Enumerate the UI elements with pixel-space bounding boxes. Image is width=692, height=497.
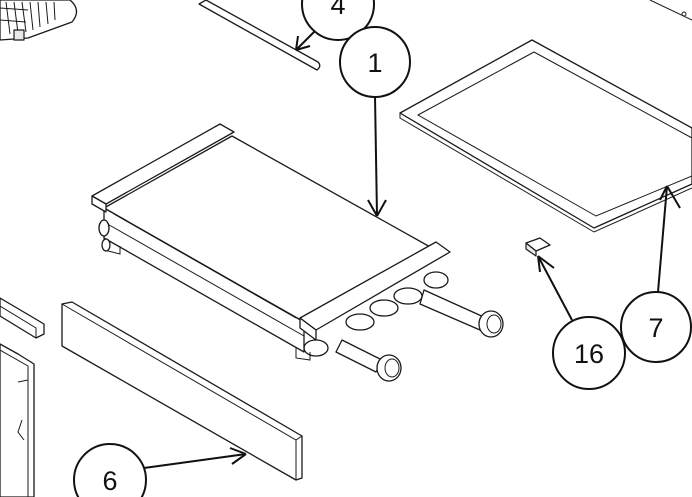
housing-fragment: [0, 343, 35, 497]
bracket-strip: [0, 297, 45, 339]
leader-lines: [143, 29, 681, 469]
callout-1-label: 1: [367, 48, 382, 78]
leader-4: [295, 29, 317, 51]
clip: [525, 237, 551, 257]
callout-1: 1: [339, 26, 411, 98]
callout-16: 16: [552, 316, 626, 390]
blower-wheel: [0, 0, 78, 41]
seal-strip: [61, 301, 303, 481]
callout-4: 4: [301, 0, 375, 41]
callout-6: 6: [73, 443, 147, 497]
callout-16-label: 16: [574, 339, 604, 369]
coil-assembly: [91, 123, 504, 382]
leader-7: [657, 185, 681, 293]
leader-6: [143, 447, 247, 469]
filter-panel: [399, 39, 692, 233]
rod: [198, 0, 321, 71]
leader-1: [367, 95, 387, 217]
callout-6-label: 6: [102, 466, 117, 496]
leader-16: [537, 255, 573, 321]
callout-7: 7: [620, 291, 692, 363]
callout-4-label: 4: [330, 0, 345, 20]
callout-7-label: 7: [648, 313, 663, 343]
panel-fragment: [649, 0, 692, 21]
